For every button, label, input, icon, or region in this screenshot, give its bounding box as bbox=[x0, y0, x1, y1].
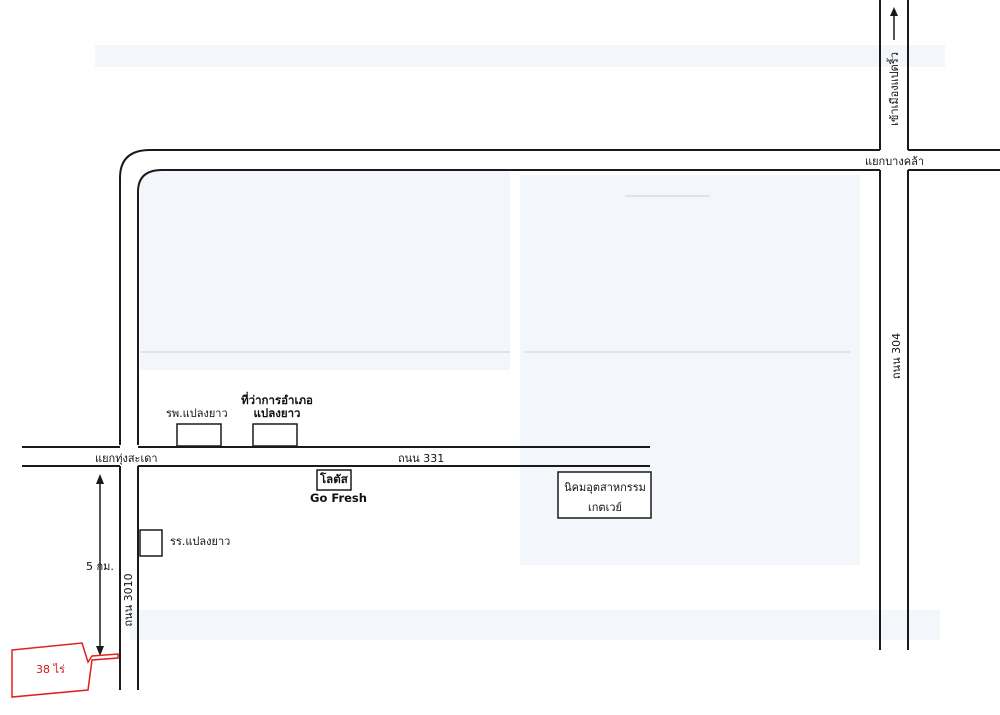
thung-sadao-junction-label: แยกทุ่งสะเดา bbox=[95, 452, 158, 465]
road-331-label: ถนน 331 bbox=[398, 452, 445, 465]
industrial-estate-building bbox=[557, 471, 652, 519]
road-3010-label: ถนน 3010 bbox=[122, 573, 135, 627]
distance-label: 5 กม. bbox=[86, 560, 114, 573]
arrow-down-icon bbox=[96, 646, 104, 656]
hospital-label: รพ.แปลงยาว bbox=[166, 407, 228, 420]
lotus-building bbox=[316, 469, 352, 491]
background-artifacts bbox=[95, 45, 945, 640]
lotus-label: โลตัส bbox=[320, 472, 348, 486]
plot-label: 38 ไร่ bbox=[36, 663, 65, 676]
distance-arrow bbox=[96, 474, 104, 656]
industrial-estate-label: นิคมอุตสาหกรรม เกตเวย์ bbox=[564, 481, 646, 514]
hospital-building bbox=[176, 423, 222, 447]
district-office-building bbox=[252, 423, 298, 447]
arrow-up-icon bbox=[96, 474, 104, 484]
school-building bbox=[139, 529, 163, 557]
toward-city-arrow bbox=[890, 7, 898, 40]
toward-city-label: เข้าเมืองแปดริ้ว bbox=[888, 52, 901, 126]
arrow-right-icon bbox=[890, 7, 898, 16]
district-office-label: ที่ว่าการอำเภอ แปลงยาว bbox=[241, 393, 313, 420]
road-3010-outer-edge bbox=[119, 149, 880, 445]
plot-outline bbox=[11, 642, 119, 698]
go-fresh-label: Go Fresh bbox=[310, 491, 367, 505]
road-top-inner-edge bbox=[137, 169, 880, 445]
bang-khla-junction-label: แยกบางคล้า bbox=[865, 155, 925, 168]
road-304-label: ถนน 304 bbox=[890, 332, 903, 380]
school-label: รร.แปลงยาว bbox=[170, 535, 231, 548]
